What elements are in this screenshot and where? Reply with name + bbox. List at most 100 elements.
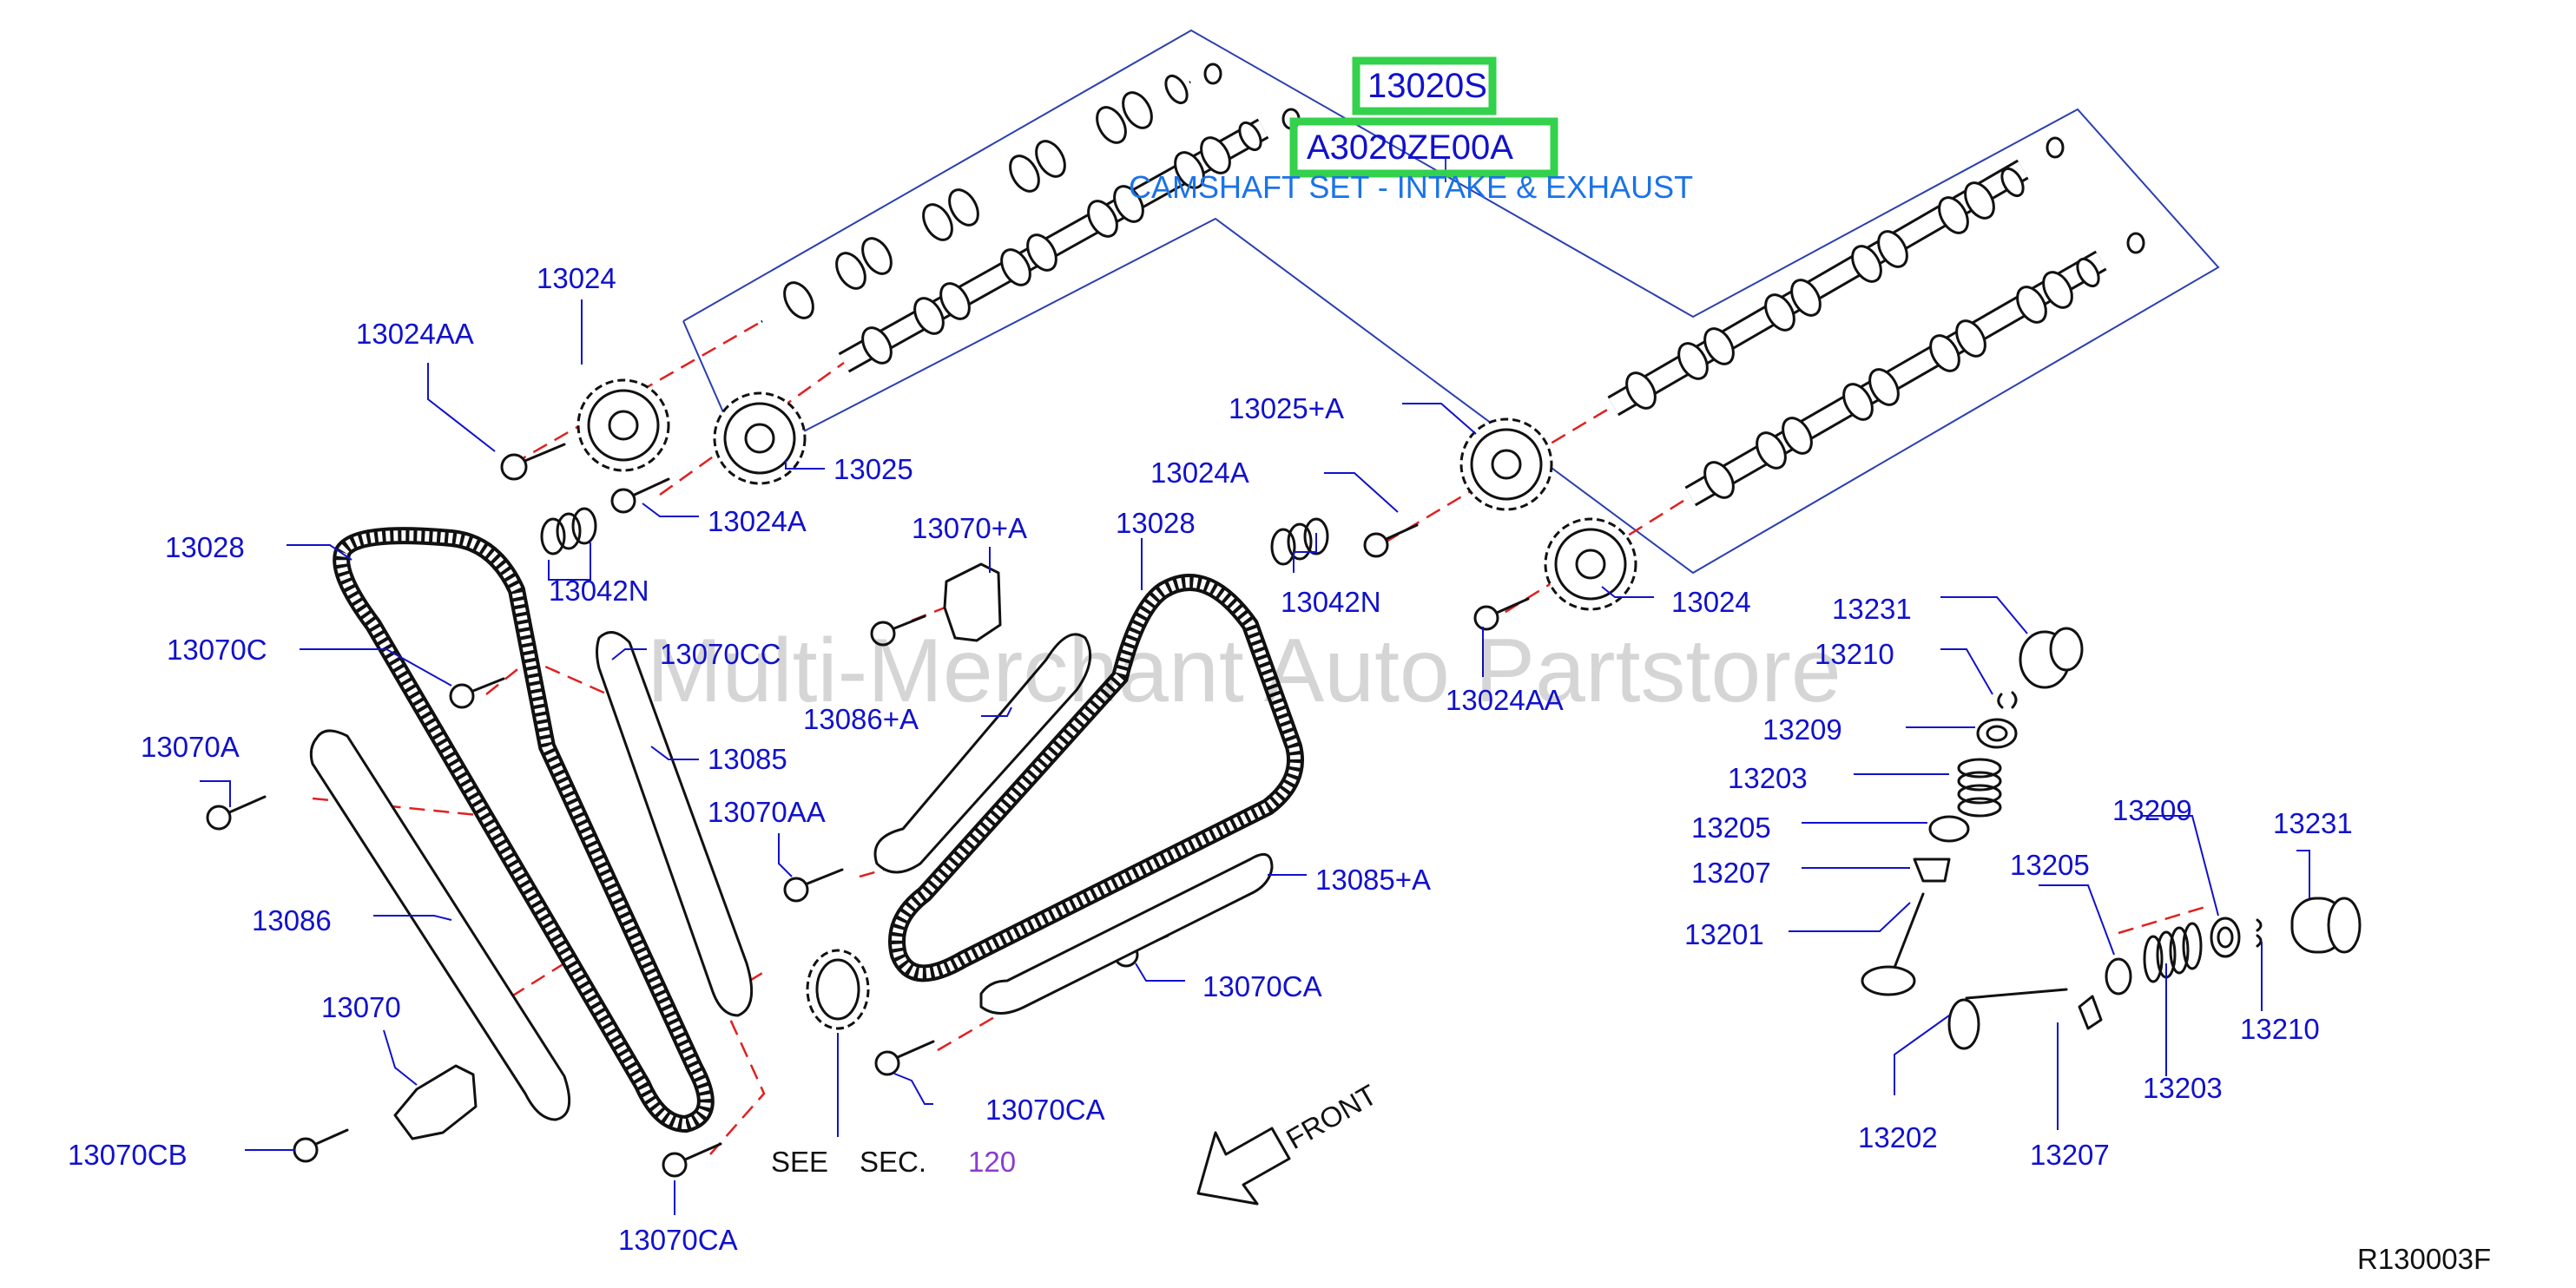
callout-13070[interactable]: 13070: [321, 991, 401, 1023]
callout-13231-b[interactable]: 13231: [2273, 807, 2353, 839]
valve-lifter-13231-a: [2019, 627, 2084, 689]
callout-13203-a[interactable]: 13203: [1728, 762, 1808, 794]
valve-seal-13207-b: [2078, 995, 2103, 1030]
callout-13028-mid[interactable]: 13028: [1116, 507, 1196, 539]
spring-retainer-13209-a: [1976, 718, 2018, 749]
valve-seal-13207-a: [1913, 858, 1951, 883]
camshaft-lobes-3: [1625, 167, 2025, 410]
callout-13070A[interactable]: 13070A: [141, 731, 240, 763]
bolt-13024AA-top: [500, 443, 566, 481]
section-link-120[interactable]: 120: [968, 1146, 1016, 1178]
washers-13042N-left: [540, 507, 597, 555]
figure-reference: R130003F: [2357, 1243, 2491, 1275]
callout-13210-b[interactable]: 13210: [2240, 1013, 2320, 1045]
camshaft-sprocket-13025: [713, 391, 807, 485]
callout-13024-top[interactable]: 13024: [537, 262, 616, 294]
callout-13205-a[interactable]: 13205: [1691, 812, 1771, 844]
callout-13024-right[interactable]: 13024: [1671, 586, 1751, 618]
bolt-13070C: [449, 677, 505, 709]
valve-13202: [1947, 988, 2068, 1050]
camshaft-intake-left: [758, 62, 1222, 329]
chain-guide-13086: [309, 729, 571, 1121]
camshaft-intake-right: [1607, 136, 2065, 417]
callout-13202[interactable]: 13202: [1858, 1121, 1938, 1153]
assembly-title: CAMSHAFT SET - INTAKE & EXHAUST: [1129, 169, 1693, 205]
callout-13024AA-top[interactable]: 13024AA: [356, 318, 474, 350]
bolt-13024AA-right: [1473, 597, 1530, 631]
callout-13085[interactable]: 13085: [708, 743, 787, 775]
callout-13086[interactable]: 13086: [252, 904, 332, 936]
callout-13070C[interactable]: 13070C: [167, 634, 267, 666]
valve-collet-13210-a: [1997, 691, 2018, 709]
valve-seat-13205-a: [1928, 815, 1970, 843]
valve-collet-13210-b: [2256, 918, 2263, 948]
callout-13203-b[interactable]: 13203: [2143, 1072, 2223, 1104]
bolt-13070CC: [870, 614, 926, 647]
callout-13201[interactable]: 13201: [1684, 918, 1764, 950]
callout-13024A-left[interactable]: 13024A: [708, 505, 807, 537]
callout-13025[interactable]: 13025: [833, 453, 913, 485]
front-arrow-icon: [1196, 1127, 1291, 1206]
leader-lines: [200, 299, 2310, 1215]
front-label: FRONT: [1281, 1078, 1382, 1155]
callout-13024AA-right[interactable]: 13024AA: [1446, 684, 1564, 716]
highlight-box-A3020ZE00A: [1289, 117, 1558, 178]
highlight-box-13020S: [1352, 56, 1497, 115]
callout-13086plusA[interactable]: 13086+A: [803, 703, 919, 735]
callout-13025plusA[interactable]: 13025+A: [1229, 392, 1344, 424]
camshaft-sprocket-13025plusA: [1459, 417, 1553, 511]
camshaft-group-outline-left: [682, 29, 2220, 575]
camshaft-lobes-1: [783, 74, 1189, 319]
callout-13231-a[interactable]: 13231: [1832, 593, 1912, 625]
callout-13028-left[interactable]: 13028: [165, 531, 245, 563]
callout-13207-b[interactable]: 13207: [2030, 1139, 2110, 1171]
bolts: [206, 443, 1530, 1178]
camshaft-exhaust-left: [838, 108, 1301, 373]
bolt-13070CB: [293, 1128, 349, 1163]
callout-13024A-right[interactable]: 13024A: [1150, 457, 1249, 489]
callout-13205-b[interactable]: 13205: [2010, 849, 2090, 881]
bolt-13070AA: [783, 868, 844, 903]
chain-guide-13085: [596, 631, 754, 1017]
bolt-13024A-right: [1363, 523, 1419, 558]
callout-labels: 13024 13024AA 13025 13024A 13042N 13028 …: [68, 262, 2353, 1256]
camshaft-exhaust-right: [1684, 232, 2145, 507]
washers-13042N-right: [1270, 517, 1329, 566]
bolt-13070A: [206, 795, 267, 831]
callout-13070CA-bottom[interactable]: 13070CA: [618, 1224, 738, 1256]
callout-13070CA-mid1[interactable]: 13070CA: [1202, 970, 1322, 1002]
callout-13042N-right[interactable]: 13042N: [1281, 586, 1381, 618]
callout-13070plusA[interactable]: 13070+A: [912, 512, 1027, 544]
callout-13070CB[interactable]: 13070CB: [68, 1139, 188, 1171]
camshaft-lobes-4: [1703, 257, 2100, 499]
callout-13070AA[interactable]: 13070AA: [708, 796, 826, 828]
watermark: Multi-Merchant Auto Partstore: [647, 621, 1841, 721]
part-code-A3020ZE00A[interactable]: A3020ZE00A: [1307, 128, 1513, 167]
callout-13209-a[interactable]: 13209: [1762, 713, 1842, 746]
bolt-13070CA-mid2: [874, 1040, 935, 1076]
callout-13209-b[interactable]: 13209: [2112, 794, 2192, 826]
chain-guide-13086plusA: [873, 633, 1092, 874]
chain-guide-13085plusA: [979, 852, 1274, 1015]
crankshaft-sprocket: [806, 949, 870, 1030]
tensioner-13070: [393, 1064, 478, 1140]
callout-13210-a[interactable]: 13210: [1815, 638, 1894, 670]
bolt-13070CA-bottom: [662, 1142, 722, 1178]
bolt-13024A-left: [610, 477, 670, 514]
callout-13207-a[interactable]: 13207: [1691, 857, 1771, 889]
callout-13085plusA[interactable]: 13085+A: [1315, 864, 1431, 896]
camshaft-sprocket-right-13024: [1544, 517, 1637, 611]
valve-13201: [1861, 892, 1925, 996]
camshaft-lobes-2: [861, 121, 1262, 365]
valve-spring-13203-b: [2143, 922, 2203, 983]
part-code-13020S[interactable]: 13020S: [1367, 67, 1487, 105]
callout-13070CA-mid2[interactable]: 13070CA: [985, 1094, 1105, 1126]
valve-spring-13203-a: [1957, 758, 2002, 818]
tensioner-13070plusA: [943, 562, 1002, 642]
valve-seat-13205-b: [2105, 957, 2132, 996]
callout-13042N-left[interactable]: 13042N: [549, 575, 649, 607]
camshaft-sprocket-top-left: [576, 378, 670, 472]
callout-13070CC[interactable]: 13070CC: [660, 638, 781, 670]
